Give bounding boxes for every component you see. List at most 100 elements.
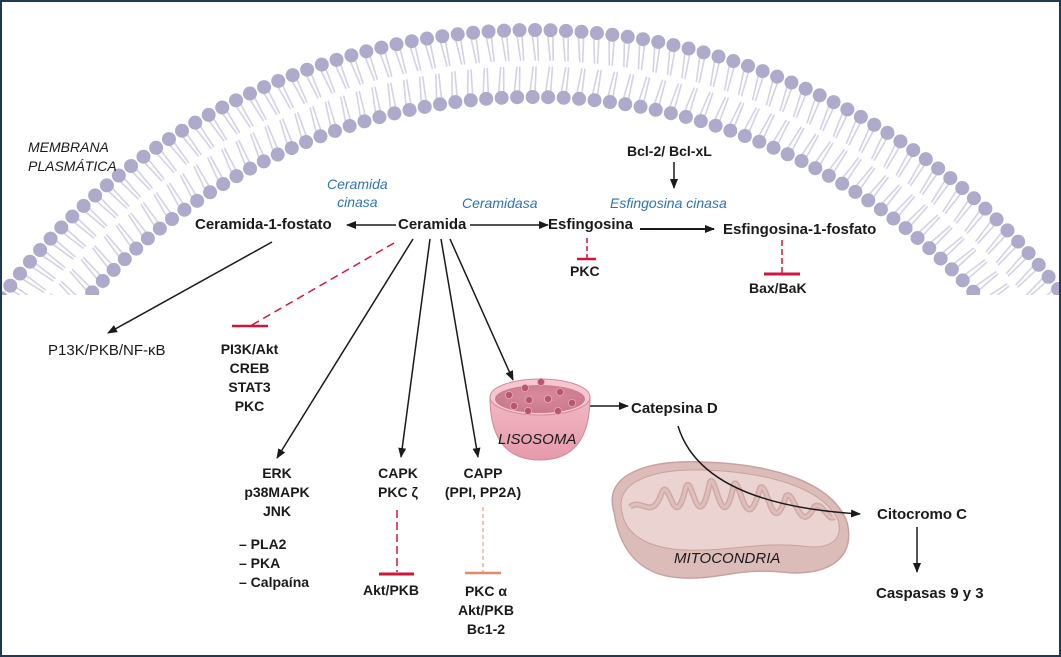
lipid-tail — [384, 52, 393, 77]
lipid-tail — [883, 144, 896, 168]
lipid-tail — [996, 285, 1010, 295]
lipid-head-inner — [966, 284, 981, 295]
lipid-tail — [320, 70, 333, 94]
lipid-head-inner — [256, 154, 271, 169]
membrane-label-line2: PLASMÁTICA — [28, 158, 117, 174]
lipid-tail — [291, 80, 305, 104]
lipid-head-outer — [359, 44, 374, 59]
lipid-head-outer — [770, 69, 785, 84]
lipid-tail — [2, 316, 17, 327]
lipid-head-inner — [821, 168, 836, 183]
lipid-head-outer — [33, 243, 48, 258]
lipid-head-outer — [1021, 246, 1036, 261]
lipid-tail — [1034, 349, 1056, 360]
lipid-tail — [128, 214, 143, 237]
lipid-tail — [1009, 312, 1029, 326]
lipid-tail — [142, 202, 159, 224]
lipid-head-outer — [1031, 257, 1046, 272]
lipid-tail — [1037, 352, 1058, 364]
lipid-head-outer — [978, 201, 993, 216]
lipid-tail — [379, 53, 390, 78]
lipid-tail — [549, 66, 554, 93]
lipid-tail — [267, 90, 281, 114]
lipid-tail — [964, 210, 981, 232]
lipid-tail — [387, 83, 392, 109]
lipid-head-inner — [313, 129, 328, 144]
pla2: – PLA2 — [239, 536, 287, 552]
lipid-tail — [71, 268, 91, 288]
lipid-tail — [922, 216, 941, 236]
lipid-tail — [898, 196, 916, 217]
lipid-tail — [498, 67, 502, 93]
erk-substrates: – PLA2 – PKA – Calpaína — [239, 535, 309, 592]
lipid-head-inner — [922, 241, 937, 256]
lipid-tail — [516, 35, 522, 61]
lipid-tail — [160, 150, 177, 172]
lipid-head-outer — [43, 231, 58, 246]
lipid-tail — [881, 184, 900, 204]
lipid-head-outer — [574, 24, 589, 39]
lipid-tail — [581, 68, 586, 94]
target-creb: CREB — [229, 360, 270, 376]
lysosome-granule — [509, 401, 518, 410]
lipid-tail — [842, 157, 860, 179]
ppi-pp2a: (PPI, PP2A) — [444, 484, 522, 500]
lysosome-granule — [504, 390, 513, 399]
lipid-head-inner — [1047, 398, 1061, 412]
lipid-tail — [32, 266, 54, 282]
lipid-tail — [581, 37, 585, 63]
lipid-tail — [791, 127, 805, 151]
lipid-tail — [226, 110, 241, 134]
lipid-tail — [832, 112, 844, 137]
lipid-tail — [29, 322, 47, 339]
lysosome-granule — [521, 383, 530, 392]
lipid-tail — [41, 307, 59, 322]
lipid-head-outer — [840, 102, 855, 117]
lipid-tail — [470, 38, 478, 64]
lipid-head-inner — [933, 251, 948, 266]
lipid-head-outer — [300, 62, 315, 77]
lipid-tail — [77, 218, 97, 237]
lipid-tail — [45, 251, 66, 269]
lipid-head-inner — [510, 90, 525, 105]
lipid-tail — [513, 66, 518, 93]
lipid-tail — [135, 168, 153, 189]
lipid-tail — [1044, 303, 1061, 320]
lipid-head-outer — [880, 125, 895, 140]
lipid-tail — [652, 46, 656, 73]
lipid-tail — [942, 236, 963, 254]
lipid-head-inner — [808, 161, 823, 176]
lipid-tail — [277, 86, 292, 110]
pkc-target: PKC — [570, 263, 600, 279]
lipid-tail — [437, 73, 443, 99]
lipid-tail — [390, 82, 397, 108]
lipid-tail — [910, 164, 926, 187]
plasma-membrane — [2, 23, 1061, 412]
lipid-head-outer — [466, 25, 481, 40]
lipid-tail — [166, 184, 180, 208]
lipid-tail — [195, 164, 210, 187]
lipid-tail — [20, 335, 38, 351]
lipid-tail — [66, 229, 86, 247]
lipid-head-outer — [1041, 269, 1056, 284]
lipid-head-inner — [648, 102, 663, 117]
lipid-tail — [485, 36, 492, 63]
lipid-tail — [777, 120, 790, 145]
lipid-tail — [910, 206, 928, 226]
lipid-tail — [729, 101, 742, 125]
lipid-tail — [576, 68, 583, 94]
lipid-tail — [536, 35, 540, 61]
lipid-tail — [975, 221, 992, 242]
lipid-tail — [723, 65, 730, 91]
lipid-head-outer — [76, 198, 91, 213]
lipid-tail — [964, 259, 986, 276]
lipid-tail — [596, 69, 602, 96]
p38mapk: p38MAPK — [244, 484, 310, 500]
lipid-tail — [60, 280, 77, 295]
lipid-tail — [1042, 363, 1061, 373]
esfingosina-node: Esfingosina — [548, 216, 634, 233]
lipid-tail — [470, 69, 474, 95]
lipid-tail — [655, 47, 661, 73]
lipid-tail — [669, 50, 676, 76]
lipid-tail — [1053, 293, 1056, 295]
